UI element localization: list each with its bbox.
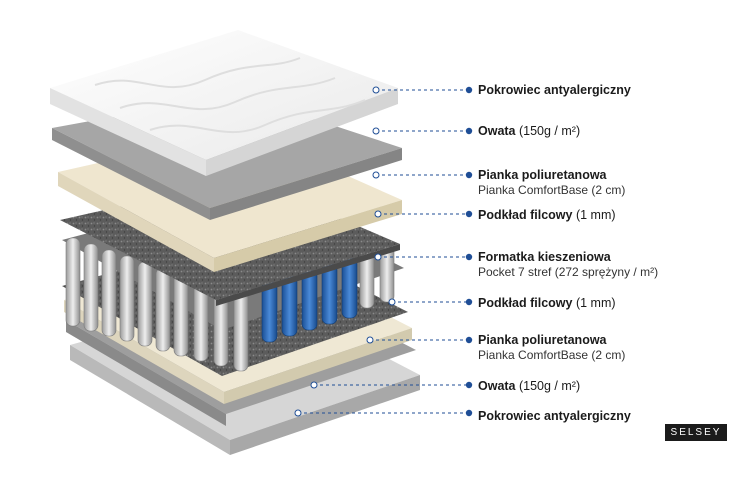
leader-start-dot xyxy=(388,298,396,306)
label-top-cover: Pokrowiec antyalergiczny xyxy=(478,83,631,97)
leader-end-dot xyxy=(465,253,473,261)
spring-gray xyxy=(119,255,135,342)
spring-gray xyxy=(173,273,189,357)
leader-end-dot xyxy=(465,336,473,344)
spring-blue xyxy=(341,257,358,319)
label-top-felt: Podkład filcowy (1 mm) xyxy=(478,208,616,222)
leader-end-dot xyxy=(465,127,473,135)
spring-gray xyxy=(137,261,153,347)
top-cover-layer xyxy=(50,30,398,176)
leader-end-dot xyxy=(465,381,473,389)
label-bottom-wadding: Owata (150g / m²) xyxy=(478,379,581,393)
leader-start-dot xyxy=(310,381,318,389)
leader-lines xyxy=(294,86,473,417)
leader-end-dot xyxy=(465,210,473,218)
label-top-wadding: Owata (150g / m²) xyxy=(478,124,581,138)
leader-start-dot xyxy=(366,336,374,344)
label-top-foam: Pianka poliuretanowa Pianka ComfortBase … xyxy=(478,168,626,197)
leader-end-dot xyxy=(465,409,473,417)
leader-start-dot xyxy=(374,253,382,261)
leader-start-dot xyxy=(372,127,380,135)
spring-gray xyxy=(233,291,249,372)
leader-end-dot xyxy=(465,86,473,94)
spring-gray xyxy=(65,237,81,327)
spring-gray xyxy=(155,267,171,352)
spring-gray xyxy=(101,249,117,337)
leader-start-dot xyxy=(372,171,380,179)
label-pocket-springs: Formatka kieszeniowa Pocket 7 stref (272… xyxy=(478,250,659,279)
selsey-logo: SELSEY xyxy=(665,424,727,441)
leader-start-dot xyxy=(372,86,380,94)
leader-start-dot xyxy=(374,210,382,218)
label-bottom-felt: Podkład filcowy (1 mm) xyxy=(478,296,616,310)
leader-end-dot xyxy=(465,171,473,179)
spring-gray xyxy=(83,243,99,332)
leader-end-dot xyxy=(465,298,473,306)
label-bottom-cover: Pokrowiec antyalergiczny xyxy=(478,409,631,423)
leader-start-dot xyxy=(294,409,302,417)
label-bottom-foam: Pianka poliuretanowa Pianka ComfortBase … xyxy=(478,333,626,362)
